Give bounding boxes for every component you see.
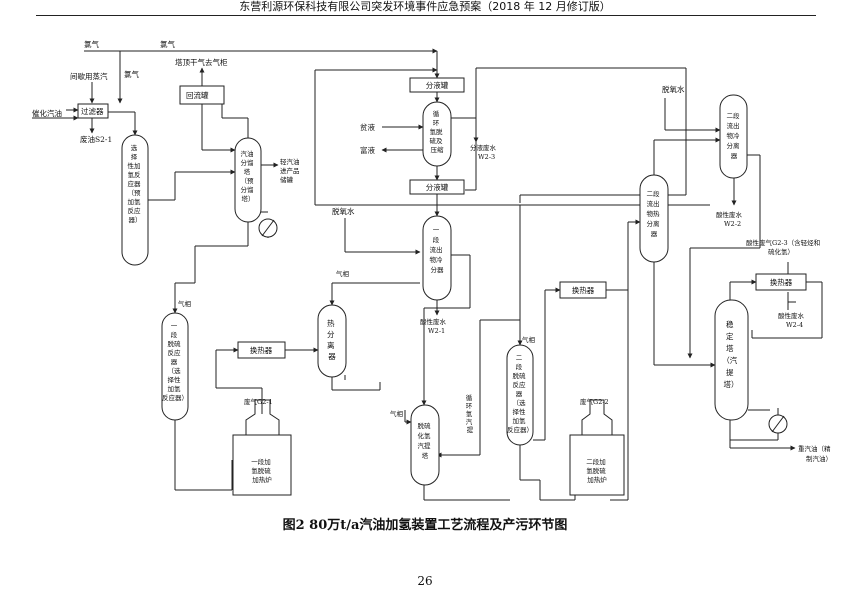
label-light-gasoline: 轻汽油 进产品 储罐 bbox=[280, 157, 302, 184]
hds-reactor-2-vessel bbox=[506, 344, 534, 446]
label-hds-reactor-1: 一 段 脱硫 反应 器 （选 择性 加氢 反应器） bbox=[162, 322, 188, 402]
label-selective-reactor: 选 择 性加 氢反 应器 （预 加氢 反应 器） bbox=[127, 143, 142, 224]
label-furnace-2: 二段加 氢脱硫 加热炉 bbox=[586, 457, 608, 484]
label-cold-sep-1: 一 段 流出 物冷 分器 bbox=[429, 226, 444, 274]
label-lean-liquid: 贫液 bbox=[360, 122, 375, 132]
diagram-labels: 氯气 氯气 间歇用蒸汽 氯气 催化汽油 过滤器 废油S2-1 塔顶干气去气柜 回… bbox=[32, 39, 833, 484]
hds-reactor-1-vessel bbox=[161, 312, 189, 421]
label-waste-gas-2: 废气G2-2 bbox=[580, 397, 609, 406]
heat-exchanger-2-box bbox=[559, 281, 607, 299]
circ-h2-vessel bbox=[422, 101, 452, 167]
furnace-2-body bbox=[569, 434, 625, 496]
label-stabilizer: 稳 定 塔 （汽 提 塔） bbox=[722, 319, 739, 389]
sep-tank-bottom-box bbox=[409, 179, 465, 195]
label-steam: 间歇用蒸汽 bbox=[70, 71, 108, 81]
cold-sep-2-vessel bbox=[719, 94, 748, 179]
cold-sep-1-vessel bbox=[422, 215, 452, 301]
label-stripper: 脱硫 化氢 汽提 塔 bbox=[417, 421, 432, 460]
heat-exchanger-3-box bbox=[755, 273, 807, 291]
splitter-tower-vessel bbox=[234, 137, 262, 223]
filter-box bbox=[77, 103, 109, 119]
header-rule bbox=[36, 15, 816, 16]
stabilizer-vessel bbox=[714, 299, 749, 421]
process-flow-diagram: 氯气 氯气 间歇用蒸汽 氯气 催化汽油 过滤器 废油S2-1 塔顶干气去气柜 回… bbox=[32, 39, 833, 501]
label-waste-gas-1: 废气G2-1 bbox=[244, 397, 273, 406]
label-chlorine-3: 氯气 bbox=[124, 69, 139, 79]
label-tower-top-gas: 塔顶干气去气柜 bbox=[175, 57, 228, 67]
label-acid-water-1: 酸性废水 W2-1 bbox=[420, 317, 448, 335]
label-chlorine-1: 氯气 bbox=[84, 39, 99, 49]
stripper-vessel bbox=[410, 404, 440, 486]
heat-exchanger-1-box bbox=[237, 341, 286, 359]
label-gas-phase-4: 气相 bbox=[522, 335, 536, 344]
label-heavy-gasoline: 重汽油（精 制汽油） bbox=[798, 444, 833, 463]
label-acid-water-2: 酸性废水 W2-2 bbox=[716, 210, 744, 228]
label-cold-sep-2: 二段 流出 物冷 分离 器 bbox=[726, 111, 741, 160]
label-chlorine-2: 氯气 bbox=[160, 39, 175, 49]
selective-reactor-vessel bbox=[121, 134, 149, 266]
label-heat-exchanger-1: 换热器 bbox=[250, 345, 273, 355]
label-sep-tank-top: 分液罐 bbox=[426, 80, 449, 90]
hot-sep-2-vessel bbox=[639, 174, 669, 263]
label-circ-h2: 循 环 氢脱 硫及 压缩 bbox=[429, 109, 444, 154]
label-catalytic-gasoline: 催化汽油 bbox=[32, 108, 62, 118]
label-deox-water-2: 脱氧水 bbox=[662, 84, 685, 94]
label-gas-phase-1: 气相 bbox=[336, 269, 350, 278]
label-hot-sep: 热 分 离 器 bbox=[327, 318, 337, 361]
sep-tank-top-box bbox=[409, 77, 465, 93]
reflux-tank-box bbox=[179, 85, 225, 105]
label-gas-phase-2: 气相 bbox=[178, 299, 192, 308]
label-hot-sep-2: 二段 流出 物热 分离 器 bbox=[646, 189, 661, 238]
label-deox-water-1: 脱氧水 bbox=[332, 206, 355, 216]
label-sep-waste-water: 分液废水 W2-3 bbox=[470, 143, 498, 161]
label-furnace-1: 一段加 氢脱硫 加热炉 bbox=[251, 457, 273, 484]
label-waste-oil: 废油S2-1 bbox=[80, 134, 112, 144]
hot-sep-vessel bbox=[317, 304, 347, 378]
figure-caption: 图2 80万t/a汽油加氢装置工艺流程及产污环节图 bbox=[282, 518, 568, 533]
label-splitter: 汽油 分馏 塔 （预 分馏 塔） bbox=[240, 149, 255, 203]
page-header: 东营利源环保科技有限公司突发环境事件应急预案（2018 年 12 月修订版） bbox=[239, 0, 611, 13]
page-number: 26 bbox=[417, 574, 433, 588]
label-filter: 过滤器 bbox=[81, 106, 104, 116]
label-sep-tank-bottom: 分液罐 bbox=[426, 182, 449, 192]
label-acid-water-4: 酸性废水 W2-4 bbox=[778, 311, 806, 329]
label-reflux-tank: 回流罐 bbox=[186, 90, 209, 100]
label-heat-exchanger-3: 换热器 bbox=[770, 277, 793, 287]
furnace-1-body bbox=[232, 434, 292, 496]
label-circ-h2-vertical: 循 环 氢 汽 提 bbox=[466, 393, 475, 434]
label-waste-gas-3: 酸性废气G2-3（含轻烃和 硫化氢） bbox=[746, 238, 822, 256]
label-heat-exchanger-2: 换热器 bbox=[572, 285, 595, 295]
label-rich-liquid: 富液 bbox=[360, 145, 375, 155]
label-hds-reactor-2: 二 段 脱硫 反应 器 （选 择性 加氢 反应器） bbox=[507, 354, 533, 434]
equipment bbox=[77, 77, 807, 496]
label-gas-phase-3: 气相 bbox=[390, 409, 404, 418]
